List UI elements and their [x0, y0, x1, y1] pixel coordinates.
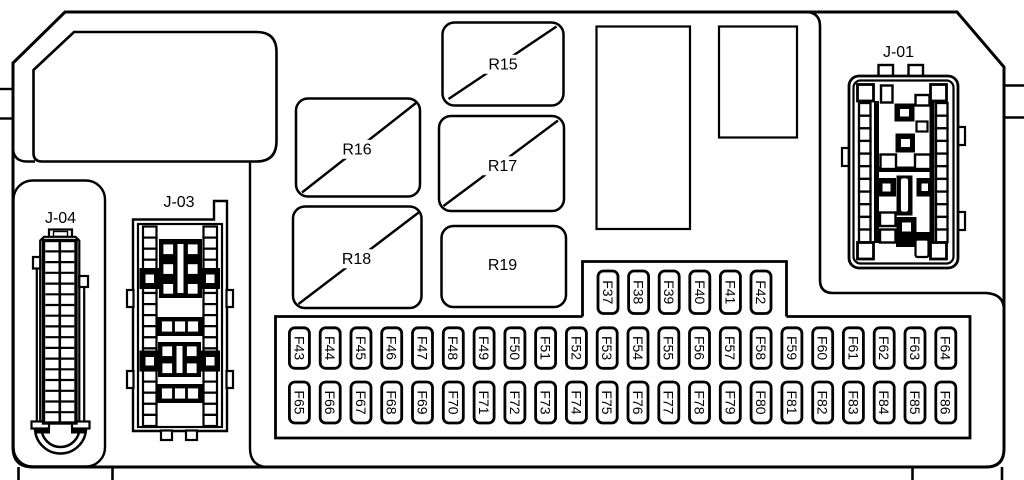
svg-text:R17: R17 — [488, 158, 517, 175]
svg-text:F61: F61 — [845, 336, 861, 360]
svg-text:F41: F41 — [722, 280, 738, 304]
svg-text:F80: F80 — [753, 390, 769, 414]
svg-text:R18: R18 — [342, 251, 371, 268]
svg-text:F78: F78 — [692, 390, 708, 414]
svg-text:J-04: J-04 — [45, 210, 76, 227]
svg-text:F50: F50 — [507, 336, 523, 360]
svg-text:F71: F71 — [476, 390, 492, 414]
svg-text:F55: F55 — [661, 336, 677, 360]
svg-text:F79: F79 — [722, 390, 738, 414]
svg-text:F65: F65 — [291, 390, 307, 414]
svg-text:F52: F52 — [568, 336, 584, 360]
svg-text:F37: F37 — [600, 280, 616, 304]
svg-text:F67: F67 — [353, 390, 369, 414]
svg-text:F57: F57 — [722, 336, 738, 360]
svg-text:F84: F84 — [876, 390, 892, 414]
svg-text:F46: F46 — [384, 336, 400, 360]
svg-text:F44: F44 — [322, 336, 338, 360]
svg-text:F43: F43 — [291, 336, 307, 360]
svg-text:R19: R19 — [488, 257, 517, 274]
svg-text:F82: F82 — [815, 390, 831, 414]
svg-text:F54: F54 — [630, 336, 646, 360]
svg-text:F51: F51 — [538, 336, 554, 360]
svg-text:F73: F73 — [538, 390, 554, 414]
svg-text:R15: R15 — [488, 56, 517, 73]
svg-text:J-03: J-03 — [163, 194, 194, 211]
svg-text:F38: F38 — [631, 280, 647, 304]
svg-text:F74: F74 — [568, 390, 584, 414]
svg-text:F42: F42 — [753, 280, 769, 304]
svg-text:F60: F60 — [815, 336, 831, 360]
svg-text:F56: F56 — [691, 336, 707, 360]
svg-text:F64: F64 — [938, 336, 954, 360]
svg-text:F69: F69 — [414, 390, 430, 414]
svg-text:F62: F62 — [876, 336, 892, 360]
svg-text:F48: F48 — [445, 336, 461, 360]
svg-text:F40: F40 — [692, 280, 708, 304]
svg-text:F81: F81 — [784, 390, 800, 414]
svg-text:F63: F63 — [907, 336, 923, 360]
svg-text:F76: F76 — [630, 390, 646, 414]
svg-text:F75: F75 — [599, 390, 615, 414]
svg-text:F66: F66 — [322, 390, 338, 414]
svg-text:F53: F53 — [599, 336, 615, 360]
svg-text:F59: F59 — [784, 336, 800, 360]
svg-text:F68: F68 — [384, 390, 400, 414]
svg-text:F86: F86 — [938, 390, 954, 414]
svg-text:F45: F45 — [353, 336, 369, 360]
svg-text:F58: F58 — [753, 336, 769, 360]
svg-text:F77: F77 — [661, 390, 677, 414]
svg-text:R16: R16 — [342, 141, 371, 158]
svg-text:J-01: J-01 — [883, 44, 914, 61]
svg-text:F39: F39 — [661, 280, 677, 304]
svg-text:F72: F72 — [507, 390, 523, 414]
svg-text:F70: F70 — [445, 390, 461, 414]
svg-text:F49: F49 — [476, 336, 492, 360]
svg-text:F83: F83 — [845, 390, 861, 414]
svg-text:F47: F47 — [414, 336, 430, 360]
svg-text:F85: F85 — [907, 390, 923, 414]
